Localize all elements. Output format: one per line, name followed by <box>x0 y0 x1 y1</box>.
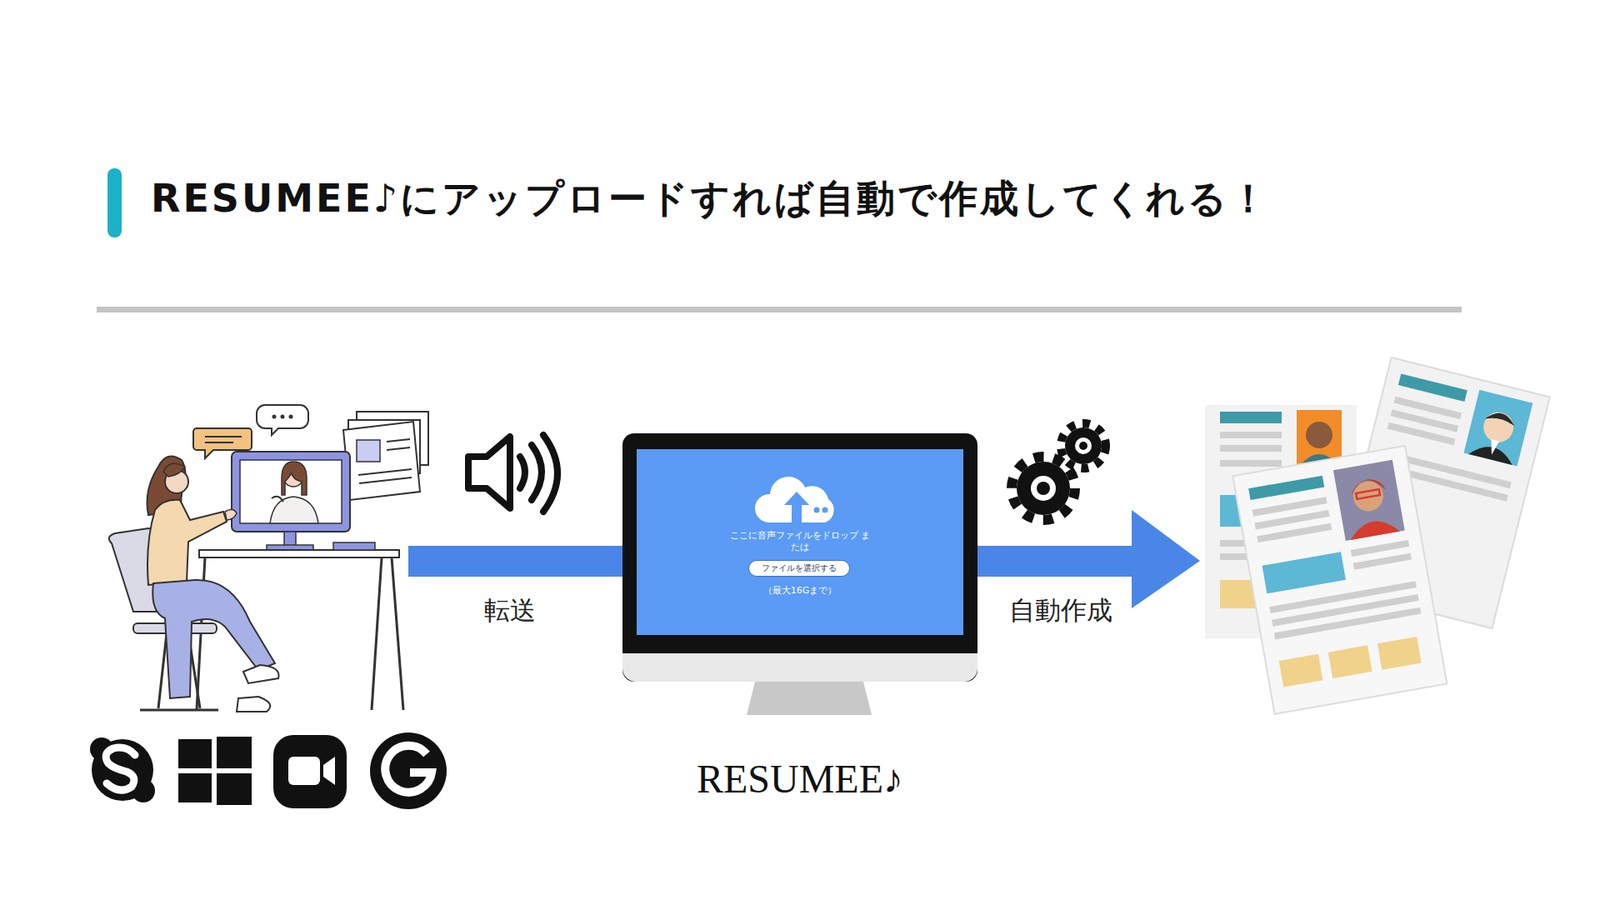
title: RESUMEE♪にアップロードすれば自動で作成してくれる！ <box>150 173 1270 224</box>
gear-icon <box>1011 423 1106 520</box>
video-call-scene <box>109 405 429 712</box>
size-limit-note: （最大16Gまで） <box>716 585 884 597</box>
monitor-screen: ここに音声ファイルをドロップ または（最大16Gまで）RESUMEE♪ファイルを… <box>636 449 964 635</box>
flow-arrow <box>975 545 1138 577</box>
resume-papers <box>1205 357 1550 715</box>
drop-instruction: ここに音声ファイルをドロップ または <box>728 530 872 554</box>
select-file-button: ファイルを選択する <box>748 560 850 577</box>
product-name: RESUMEE♪ <box>636 755 964 803</box>
transfer-label: 転送 <box>484 594 536 626</box>
flow-arrow <box>408 545 625 577</box>
flow-arrow <box>1131 510 1200 609</box>
node-label: ファイルを選択する <box>755 563 844 575</box>
app-icons <box>90 732 447 810</box>
accent-bar <box>107 168 122 238</box>
speaker-icon <box>468 435 558 512</box>
auto-create-label: 自動作成 <box>1009 594 1113 626</box>
divider-line <box>96 306 1462 313</box>
monitor <box>622 433 978 715</box>
